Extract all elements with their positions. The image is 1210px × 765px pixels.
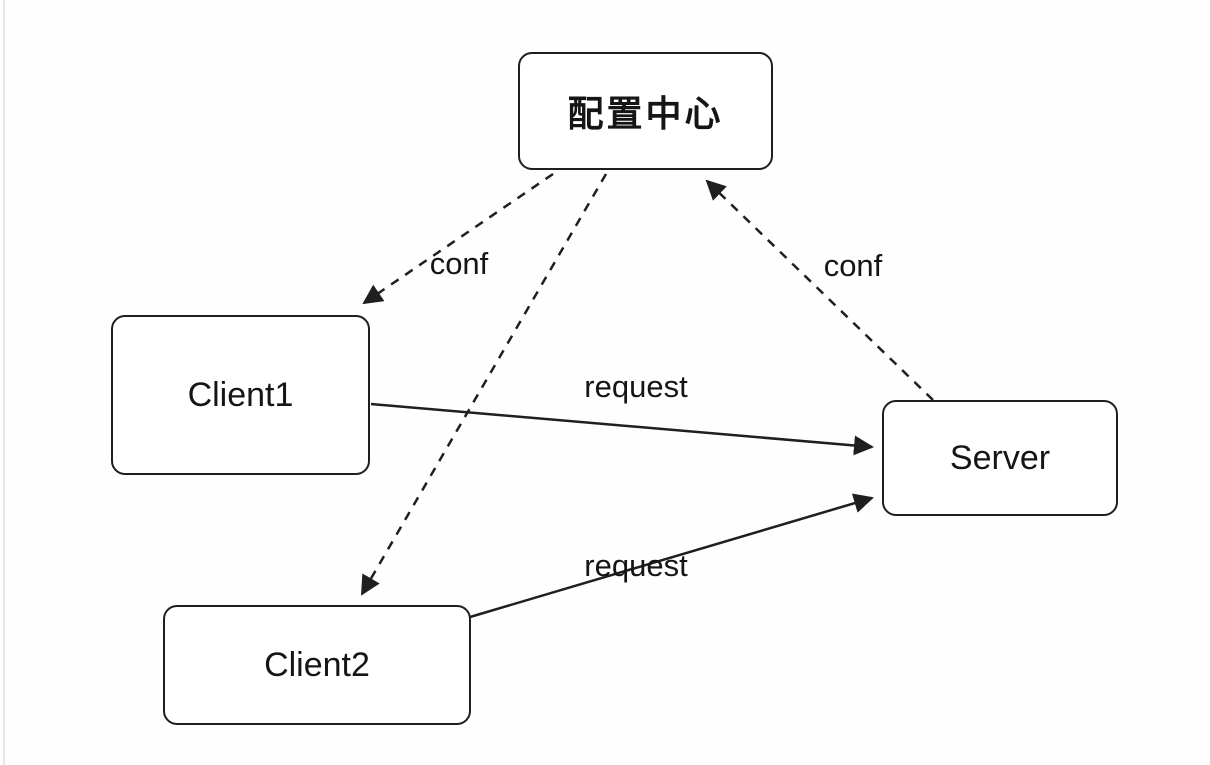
edge-label-client1-to-server: request (584, 369, 688, 404)
edge-client1-to-server (370, 402, 874, 456)
edge-label-config-to-client1: conf (429, 246, 489, 281)
edge-config-to-client2 (360, 173, 608, 596)
node-client2-label: Client2 (264, 645, 370, 684)
node-config-center: 配置中心 (518, 52, 773, 170)
node-client1: Client1 (111, 315, 370, 475)
node-server-label: Server (949, 438, 1051, 477)
edge-server-to-config (705, 179, 934, 401)
node-client1-label: Client1 (187, 375, 294, 414)
node-config-center-label: 配置中心 (567, 93, 724, 134)
node-server: Server (882, 400, 1118, 516)
page-left-edge (3, 0, 5, 765)
edge-label-client2-to-server: request (584, 548, 688, 583)
edge-config-to-client1 (362, 172, 554, 305)
node-client2: Client2 (163, 605, 471, 725)
edge-client2-to-server (469, 493, 874, 619)
edge-label-server-to-config: conf (823, 248, 883, 283)
